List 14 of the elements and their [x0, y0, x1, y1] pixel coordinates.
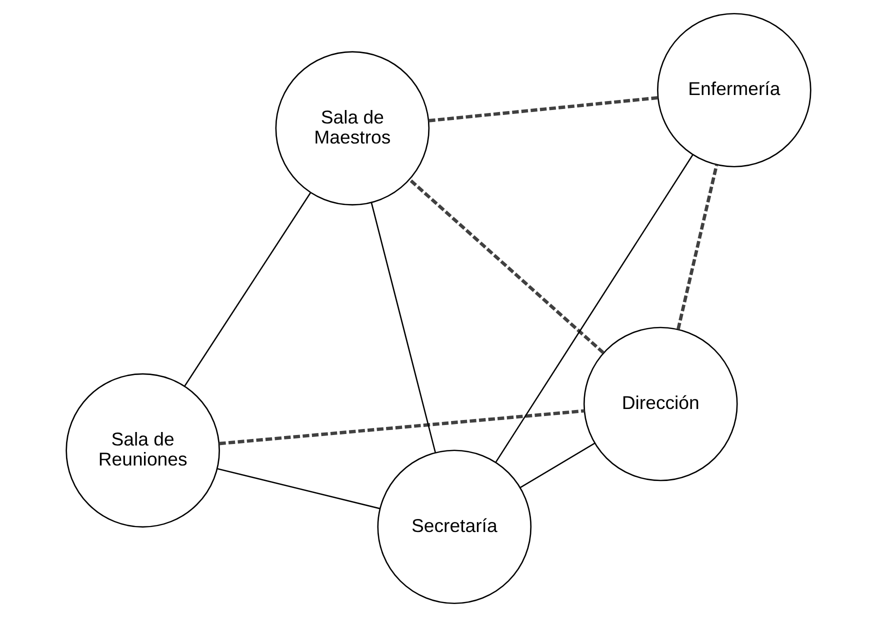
- connector: [519, 442, 595, 488]
- node-circle: Enfermería: [656, 12, 811, 168]
- connector: [218, 409, 584, 446]
- connector: [428, 96, 658, 122]
- node-circle: Sala de Reuniones: [65, 373, 220, 528]
- connector: [676, 164, 718, 330]
- connector: [494, 154, 693, 463]
- node-circle: Secretaría: [376, 450, 532, 604]
- node-circle: Sala de Maestros: [274, 51, 430, 206]
- connector: [370, 202, 436, 453]
- node-circle: Dirección: [582, 326, 738, 482]
- connector: [184, 192, 311, 386]
- connector: [408, 178, 604, 354]
- connector: [216, 468, 380, 510]
